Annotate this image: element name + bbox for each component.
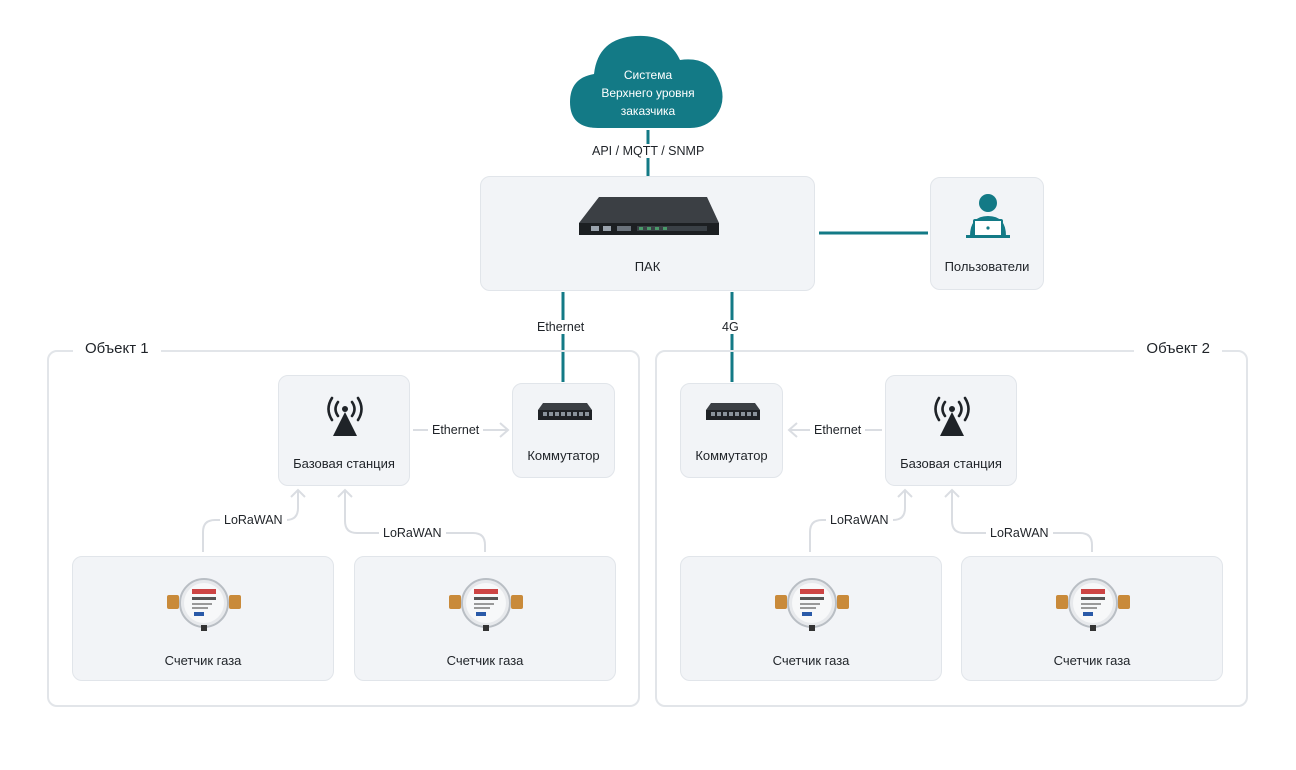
network-switch-icon bbox=[538, 403, 592, 420]
obj1-switch-card: Коммутатор bbox=[512, 383, 615, 478]
cloud-line-1: Система bbox=[623, 68, 673, 82]
obj2-meter-b-card: Счетчик газа bbox=[961, 556, 1223, 681]
antenna-icon bbox=[327, 396, 363, 436]
4g-label: 4G bbox=[718, 320, 743, 334]
obj1-lorawan-label-a: LoRaWAN bbox=[220, 513, 287, 527]
obj2-meter-a-card: Счетчик газа bbox=[680, 556, 942, 681]
obj1-base-station-card: Базовая станция bbox=[278, 375, 410, 486]
object-1-group: Объект 1 bbox=[47, 340, 640, 707]
obj2-ethernet-label: Ethernet bbox=[810, 423, 866, 437]
obj2-meter-a-label: Счетчик газа bbox=[772, 653, 850, 668]
object-2-group: Объект 2 bbox=[655, 340, 1248, 707]
gas-meter-icon bbox=[775, 578, 849, 631]
users-label: Пользователи bbox=[944, 259, 1030, 274]
obj2-base-station-label: Базовая станция bbox=[900, 456, 1002, 471]
obj1-meter-a-card: Счетчик газа bbox=[72, 556, 334, 681]
obj1-meter-b-label: Счетчик газа bbox=[446, 653, 524, 668]
cloud-line-3: заказчика bbox=[620, 104, 676, 118]
obj1-meter-b-card: Счетчик газа bbox=[354, 556, 616, 681]
network-switch-icon bbox=[706, 403, 760, 420]
antenna-icon bbox=[934, 396, 970, 436]
obj2-lorawan-label-a: LoRaWAN bbox=[826, 513, 893, 527]
obj2-base-station-card: Базовая станция bbox=[885, 375, 1017, 486]
gas-meter-icon bbox=[449, 578, 523, 631]
cloud-icon bbox=[570, 35, 723, 128]
obj2-lorawan-label-b: LoRaWAN bbox=[986, 526, 1053, 540]
gas-meter-icon bbox=[167, 578, 241, 631]
users-card: Пользователи bbox=[930, 177, 1044, 290]
obj1-ethernet-label: Ethernet bbox=[428, 423, 484, 437]
obj2-meter-b-label: Счетчик газа bbox=[1053, 653, 1131, 668]
api-protocols-label: API / MQTT / SNMP bbox=[588, 144, 709, 158]
customer-system-cloud: Система Верхнего уровня заказчика bbox=[568, 30, 728, 130]
object-1-title: Объект 1 bbox=[73, 340, 161, 357]
ethernet-main-label: Ethernet bbox=[533, 320, 589, 334]
obj1-meter-a-label: Счетчик газа bbox=[164, 653, 242, 668]
obj1-lorawan-label-b: LoRaWAN bbox=[379, 526, 446, 540]
pak-card: ПАК bbox=[480, 176, 815, 291]
obj1-base-station-label: Базовая станция bbox=[293, 456, 395, 471]
obj2-switch-label: Коммутатор bbox=[695, 448, 768, 463]
cloud-line-2: Верхнего уровня bbox=[601, 86, 695, 100]
object-2-title: Объект 2 bbox=[1134, 340, 1222, 357]
user-laptop-icon bbox=[966, 194, 1010, 238]
obj1-switch-label: Коммутатор bbox=[527, 448, 600, 463]
pak-label: ПАК bbox=[634, 259, 661, 274]
rack-server-icon bbox=[579, 197, 719, 235]
obj2-switch-card: Коммутатор bbox=[680, 383, 783, 478]
gas-meter-icon bbox=[1056, 578, 1130, 631]
